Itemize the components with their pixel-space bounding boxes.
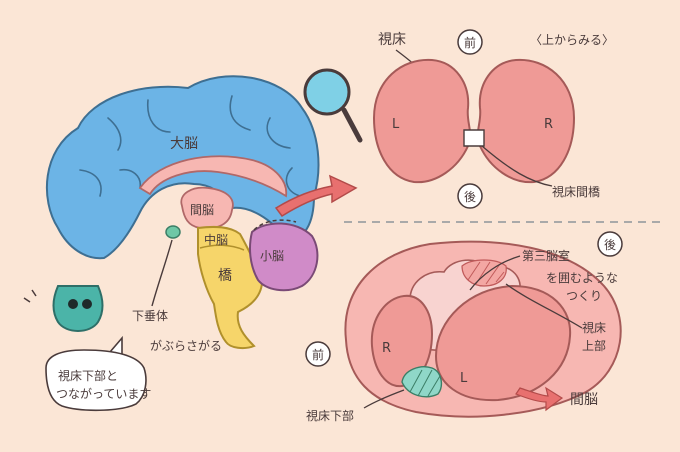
hypothalamus-stripes [409,369,441,397]
thalamus-r-3d [370,294,434,388]
thalamus-l-3d [434,284,572,402]
magnifier-handle [341,107,363,143]
thalamus-right [476,58,576,184]
interthalamic-pointer [481,145,553,187]
speech-line1: 視床下部と [58,368,118,383]
right-mark: R [544,117,553,132]
midbrain-band [199,244,245,251]
third-ventricle-label: 第三脳室 [522,248,570,263]
midbrain-label: 中脳 [204,232,228,247]
front-badge-bottom-circle [305,341,331,367]
thalamus-left [372,58,472,184]
interbrain-arrow-label: 間脳 [570,392,598,408]
third-note-line2: つくり [566,289,602,303]
corpus-callosum [138,155,287,198]
interbrain-arrow [515,386,564,412]
cerebellum-dash [253,219,297,231]
view-note: 〈上からみる〉 [530,33,614,47]
rear-badge-bottom: 後 [604,238,616,252]
hypothalamus-label: 下垂体 [132,309,168,323]
left-mark: L [392,117,400,132]
epithalamus-pointer [505,283,583,329]
cerebellum-shape [249,222,319,292]
brainstem-shape [197,225,264,350]
hypothalamus-pointer [363,389,405,409]
epithalamus-label-2: 上部 [582,338,606,353]
interthalamic-label: 視床間橋 [552,184,600,199]
speech-line2: つながっています [56,386,151,401]
interthalamic-adhesion [463,129,485,147]
epithalamus-label-1: 視床 [582,320,606,335]
front-badge-top-circle [457,29,483,55]
mascot-sweat [23,289,37,303]
mascot-eyes [68,299,92,309]
pituitary-shape [165,225,181,239]
speech-bubble [45,335,147,412]
front-badge-bottom: 前 [312,347,324,362]
third-note-line1: を囲むような [546,271,618,285]
diencephalon-shape [180,186,234,230]
cerebellum-label: 小脳 [260,249,284,263]
third-ventricle-pointer [469,255,521,291]
rear-badge-bottom-circle [597,231,623,257]
pons-label: 橋 [218,268,232,284]
rear-badge-top-circle [457,183,483,209]
cerebrum-label: 大脳 [170,136,198,152]
cerebrum-folds [79,95,301,197]
rear-badge-top: 後 [464,190,476,204]
hypothalamus-note: がぶらさがる [150,338,222,353]
epithalamus-stripes [467,261,505,285]
l-mark-bottom: L [460,371,468,386]
mascot-body [52,285,104,332]
hypothalamus-bottom-label: 視床下部 [306,408,354,423]
diencephalon-label: 間脳 [190,203,214,217]
thalamus-label: 視床 [378,32,406,48]
magnifier-lens [303,68,351,116]
r-mark-bottom: R [382,341,391,356]
curved-arrow [274,174,358,218]
front-badge-top: 前 [464,35,476,50]
pituitary-pointer [151,239,173,307]
